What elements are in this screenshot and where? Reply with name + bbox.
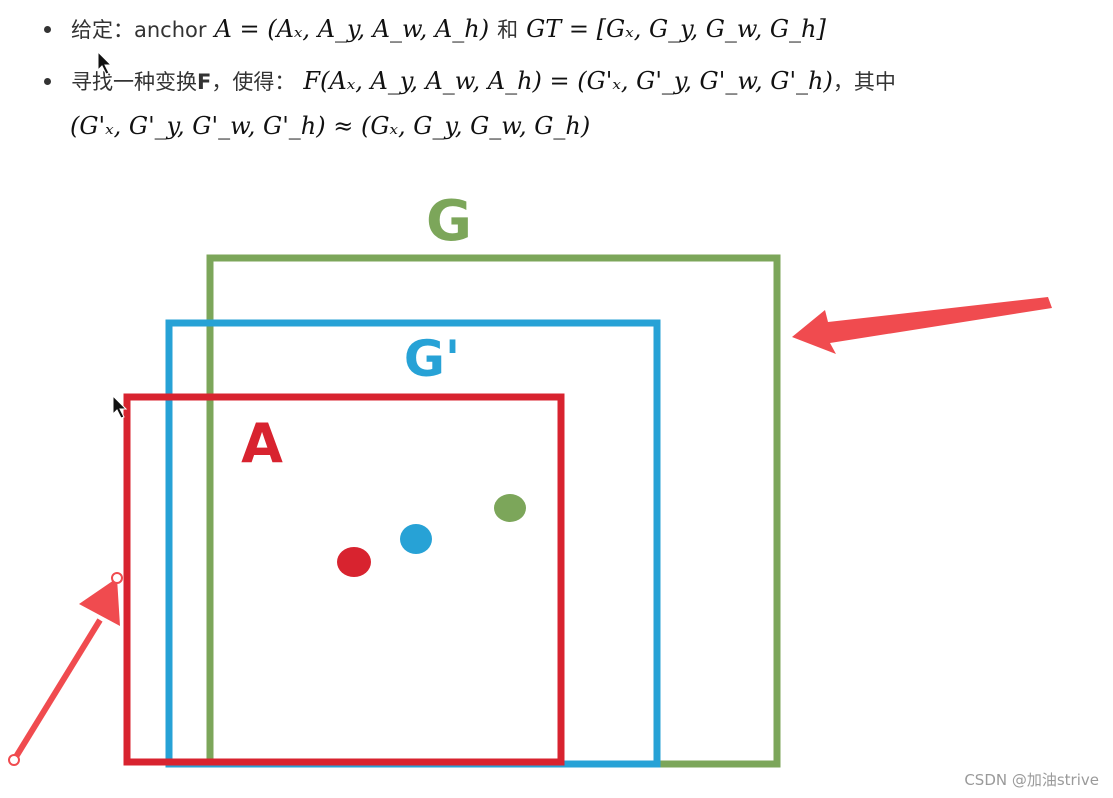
anchor-center-point: [337, 547, 371, 577]
annotation-arrow-left: [8, 572, 123, 766]
anchor-box: [123, 393, 565, 766]
bullet-dot: [44, 78, 51, 85]
predicted-center-point: [400, 524, 432, 554]
transform-formula: F(Aₓ, A_y, A_w, A_h) = (G'ₓ, G'_y, G'_w,…: [303, 67, 833, 95]
bullet-given: 给定：anchor A = (Aₓ, A_y, A_w, A_h) 和 GT =…: [44, 14, 826, 44]
bullet-dot: [44, 26, 51, 33]
approximation-formula: (G'ₓ, G'_y, G'_w, G'_h) ≈ (Gₓ, G_y, G_w,…: [70, 112, 591, 140]
arrow-handle-end: [111, 572, 123, 584]
find-label-bold: F: [197, 70, 212, 94]
anchor-label: A: [241, 412, 283, 475]
conjunction-and: 和: [497, 18, 519, 42]
predicted-label: G': [404, 330, 460, 388]
mouse-cursor-icon: [112, 394, 128, 419]
given-label: 给定：anchor: [71, 18, 207, 42]
approximation-line: (G'ₓ, G'_y, G'_w, G'_h) ≈ (Gₓ, G_y, G_w,…: [70, 112, 590, 140]
ground-truth-center-point: [494, 494, 526, 522]
find-label-prefix: 寻找一种变换: [71, 70, 197, 94]
find-label-suffix: ，使得：: [211, 70, 296, 94]
ground-truth-label: G: [426, 189, 472, 254]
anchor-formula: A = (Aₓ, A_y, A_w, A_h): [214, 15, 490, 43]
arrow-handle-start: [8, 754, 20, 766]
mouse-cursor-icon: [97, 50, 113, 75]
watermark: CSDN @加油strive: [964, 771, 1099, 789]
ground-truth-formula: GT = [Gₓ, G_y, G_w, G_h]: [526, 15, 826, 43]
bullet-find-transform: 寻找一种变换 F ，使得： F(Aₓ, A_y, A_w, A_h) = (G'…: [44, 66, 896, 96]
ground-truth-box: [206, 254, 781, 768]
annotation-arrow-right: [792, 297, 1052, 354]
where-label: ，其中: [832, 70, 896, 94]
